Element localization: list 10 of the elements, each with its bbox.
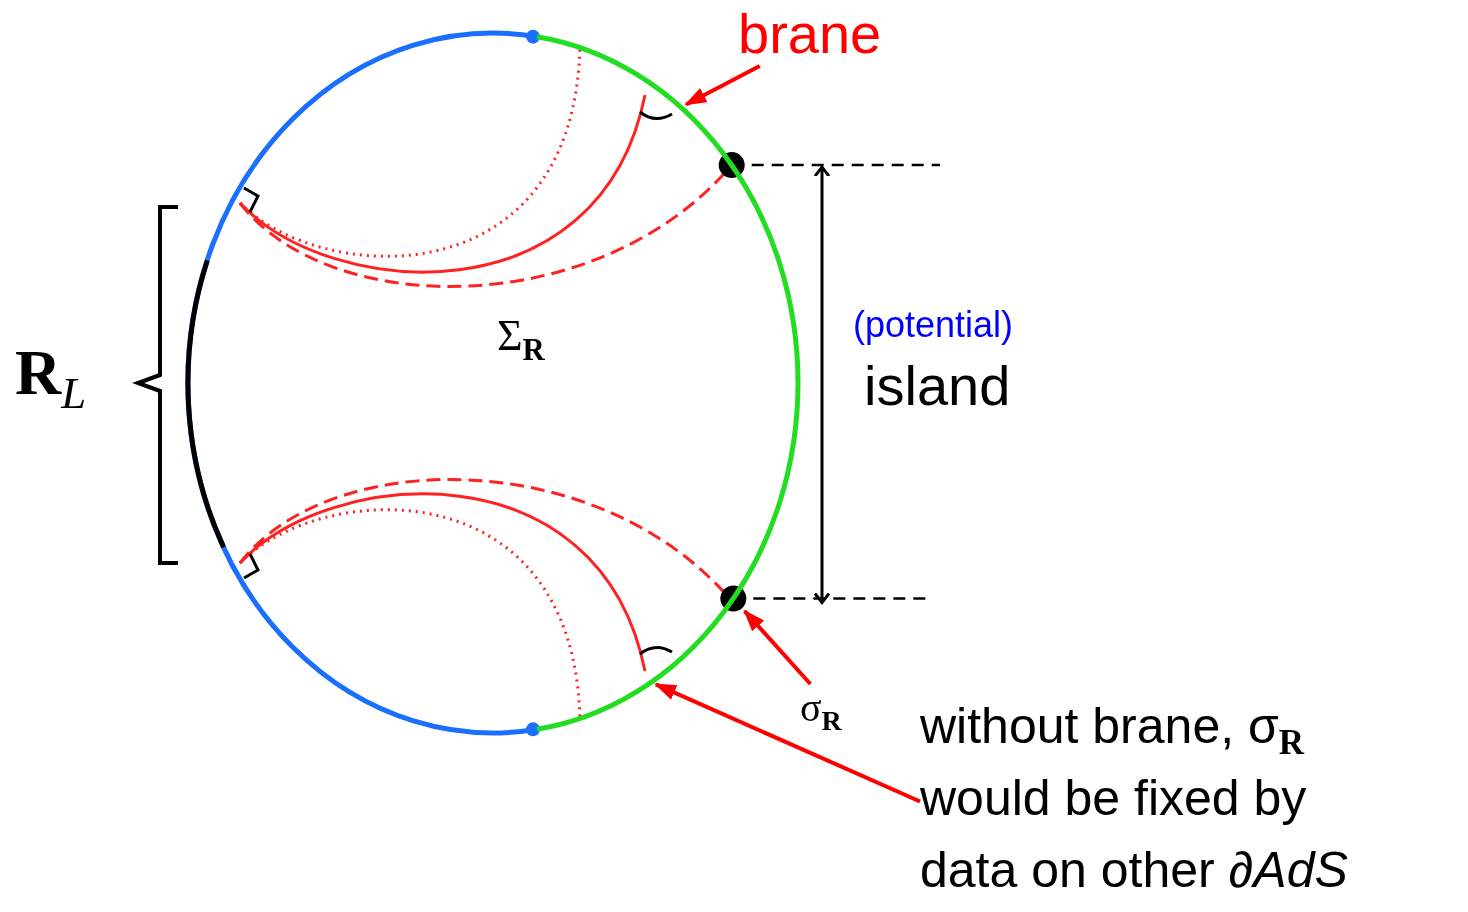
leader-arrow: [654, 682, 921, 804]
annotation-text: σ$_{R}$: [800, 684, 842, 732]
annotation-text: brane: [738, 0, 882, 68]
leader-arrow: [684, 64, 761, 107]
annotation-text: without brane, σ$_{R}$ would be fixed by data on other ∂AdS: [920, 690, 1390, 906]
label-text: (potential): [853, 303, 1014, 347]
label-text: R$_{L}$: [15, 336, 87, 412]
leader-arrow: [743, 609, 812, 686]
label-text: island: [864, 353, 1011, 419]
label-text: Σ$_{R}$: [497, 310, 545, 363]
